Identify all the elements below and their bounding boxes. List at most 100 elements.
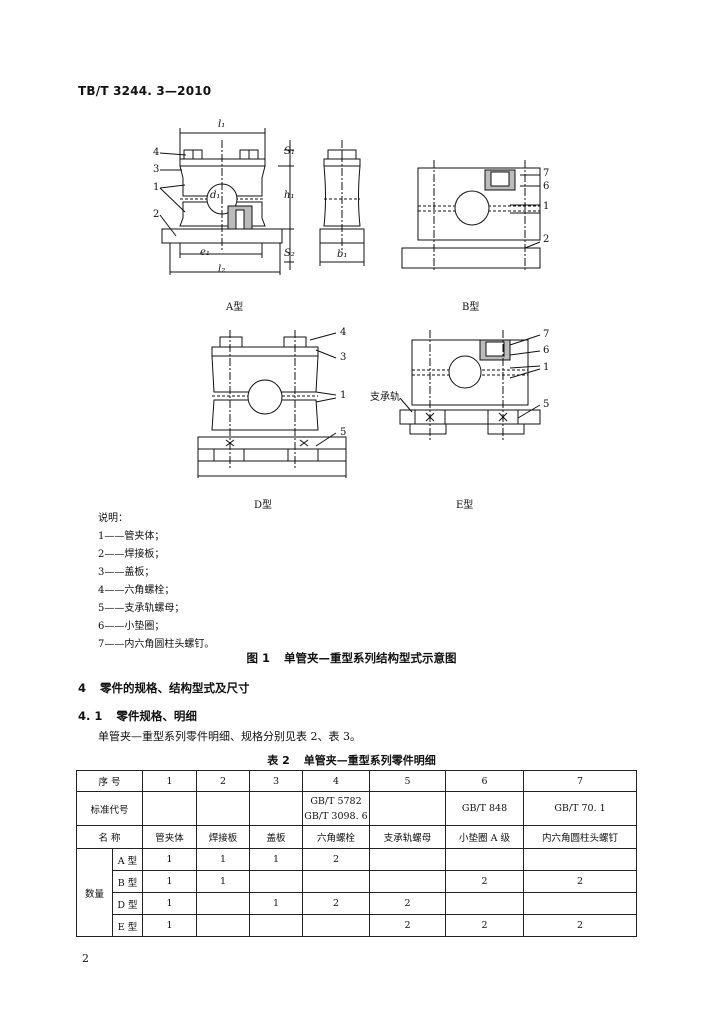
qty-type: B 型 xyxy=(112,870,143,893)
table-cell: 7 xyxy=(523,770,637,792)
callout-2: 2 xyxy=(543,234,550,245)
legend-item: 5——支承轨螺母； xyxy=(98,603,185,614)
section-number: 4 xyxy=(78,681,87,695)
table-cell xyxy=(249,791,303,826)
callout-1: 1 xyxy=(153,182,160,193)
table-cell xyxy=(369,848,446,871)
dim-b1: b₁ xyxy=(337,249,348,260)
table-cell xyxy=(196,892,250,915)
table-cell: 支承轨螺母 xyxy=(369,825,446,849)
table-row: 序 号 1 2 3 4 5 6 7 xyxy=(76,770,637,792)
qty-type: E 型 xyxy=(112,914,143,937)
callout-6: 6 xyxy=(543,345,550,356)
table-row: 数量 A 型 1 1 1 2 xyxy=(76,848,637,937)
table-cell: 2 xyxy=(302,848,370,871)
view-d xyxy=(197,330,347,478)
callout-5: 5 xyxy=(543,399,550,410)
callout-4: 4 xyxy=(340,327,347,338)
callout-6: 6 xyxy=(543,181,550,192)
table-cell xyxy=(369,791,446,826)
view-name-b: B型 xyxy=(462,302,480,313)
table-cell: 1 xyxy=(142,848,197,871)
dim-h1: h₁ xyxy=(284,190,295,201)
legend-item: 3——盖板； xyxy=(98,567,155,578)
table-cell xyxy=(142,791,197,826)
table-cell: 小垫圈 A 级 xyxy=(445,825,524,849)
qty-type: D 型 xyxy=(112,892,143,915)
standard-code: TB/T 3244. 3—2010 xyxy=(78,84,212,98)
table-cell: 2 xyxy=(445,870,524,893)
table-cell: 1 xyxy=(196,848,250,871)
table-cell: 2 xyxy=(302,892,370,915)
table-cell xyxy=(249,870,303,893)
table-cell: 4 xyxy=(302,770,370,792)
figure-title: 单管夹—重型系列结构型式示意图 xyxy=(284,651,457,665)
table-cell xyxy=(249,914,303,937)
dim-l1: l₁ xyxy=(218,119,226,130)
table-cell: 焊接板 xyxy=(196,825,250,849)
table-cell xyxy=(445,848,524,871)
callout-1: 1 xyxy=(340,390,347,401)
view-a-side xyxy=(319,140,365,266)
qty-label: 数量 xyxy=(76,848,113,937)
legend-item: 1——管夹体； xyxy=(98,531,165,542)
dim-d1: d₁ xyxy=(210,190,221,201)
view-name-e: E型 xyxy=(456,500,474,511)
section-number: 4. 1 xyxy=(78,709,103,723)
callout-7: 7 xyxy=(543,329,550,340)
table-cell: 盖板 xyxy=(249,825,303,849)
figure-1: l₁ l₂ e₁ b₁ h₁ S₁ S₂ d₁ 4 3 1 2 7 6 1 2 … xyxy=(153,119,550,511)
body-paragraph: 单管夹—重型系列零件明细、规格分别见表 2、表 3。 xyxy=(98,730,361,743)
dim-e1: e₁ xyxy=(200,247,210,258)
callout-4: 4 xyxy=(153,147,160,158)
callout-5: 5 xyxy=(340,427,347,438)
table-cell: 1 xyxy=(142,892,197,915)
table-cell: 管夹体 xyxy=(142,825,197,849)
table-row: B 型 1 1 2 2 xyxy=(77,870,637,893)
table-cell: 2 xyxy=(196,770,250,792)
dim-l2: l₂ xyxy=(218,264,226,275)
support-rail-label: 支承轨 xyxy=(370,392,400,403)
table-cell: 1 xyxy=(249,892,303,915)
view-e xyxy=(399,330,541,440)
table-row: E 型 1 2 2 2 xyxy=(77,914,637,937)
table-cell: GB/T 70. 1 xyxy=(523,791,637,826)
page-number: 2 xyxy=(82,952,89,965)
table-row: D 型 1 1 2 2 xyxy=(77,892,637,915)
callout-3: 3 xyxy=(153,164,160,175)
dim-s1: S₁ xyxy=(284,146,295,157)
callout-3: 3 xyxy=(340,352,347,363)
row-header: 序 号 xyxy=(76,770,143,792)
view-a-front xyxy=(159,128,294,275)
view-name-d: D型 xyxy=(254,500,273,511)
table-cell: 2 xyxy=(369,892,446,915)
table-cell: 1 xyxy=(249,848,303,871)
table-title: 单管夹—重型系列零件明细 xyxy=(303,754,436,767)
legend-title: 说明： xyxy=(98,513,128,524)
table-cell xyxy=(196,791,250,826)
table-cell: 5 xyxy=(369,770,446,792)
table-cell xyxy=(369,870,446,893)
table-cell: GB/T 848 xyxy=(445,791,524,826)
callout-1: 1 xyxy=(543,201,550,212)
row-header: 标准代号 xyxy=(76,791,143,826)
table-cell: 2 xyxy=(523,870,637,893)
table-cell: 内六角圆柱头螺钉 xyxy=(523,825,637,849)
table-cell xyxy=(445,892,524,915)
table-cell: 1 xyxy=(196,870,250,893)
table-row: 名 称 管夹体 焊接板 盖板 六角螺栓 支承轨螺母 小垫圈 A 级 内六角圆柱头… xyxy=(76,825,637,849)
table-cell: 6 xyxy=(445,770,524,792)
table-cell: 2 xyxy=(369,914,446,937)
legend-item: 7——内六角圆柱头螺钉。 xyxy=(98,639,215,650)
table-cell: 1 xyxy=(142,770,197,792)
row-header: 名 称 xyxy=(76,825,143,849)
table-cell xyxy=(302,914,370,937)
qty-type: A 型 xyxy=(112,848,143,871)
callout-1: 1 xyxy=(543,362,550,373)
structure-drawing xyxy=(159,128,541,478)
